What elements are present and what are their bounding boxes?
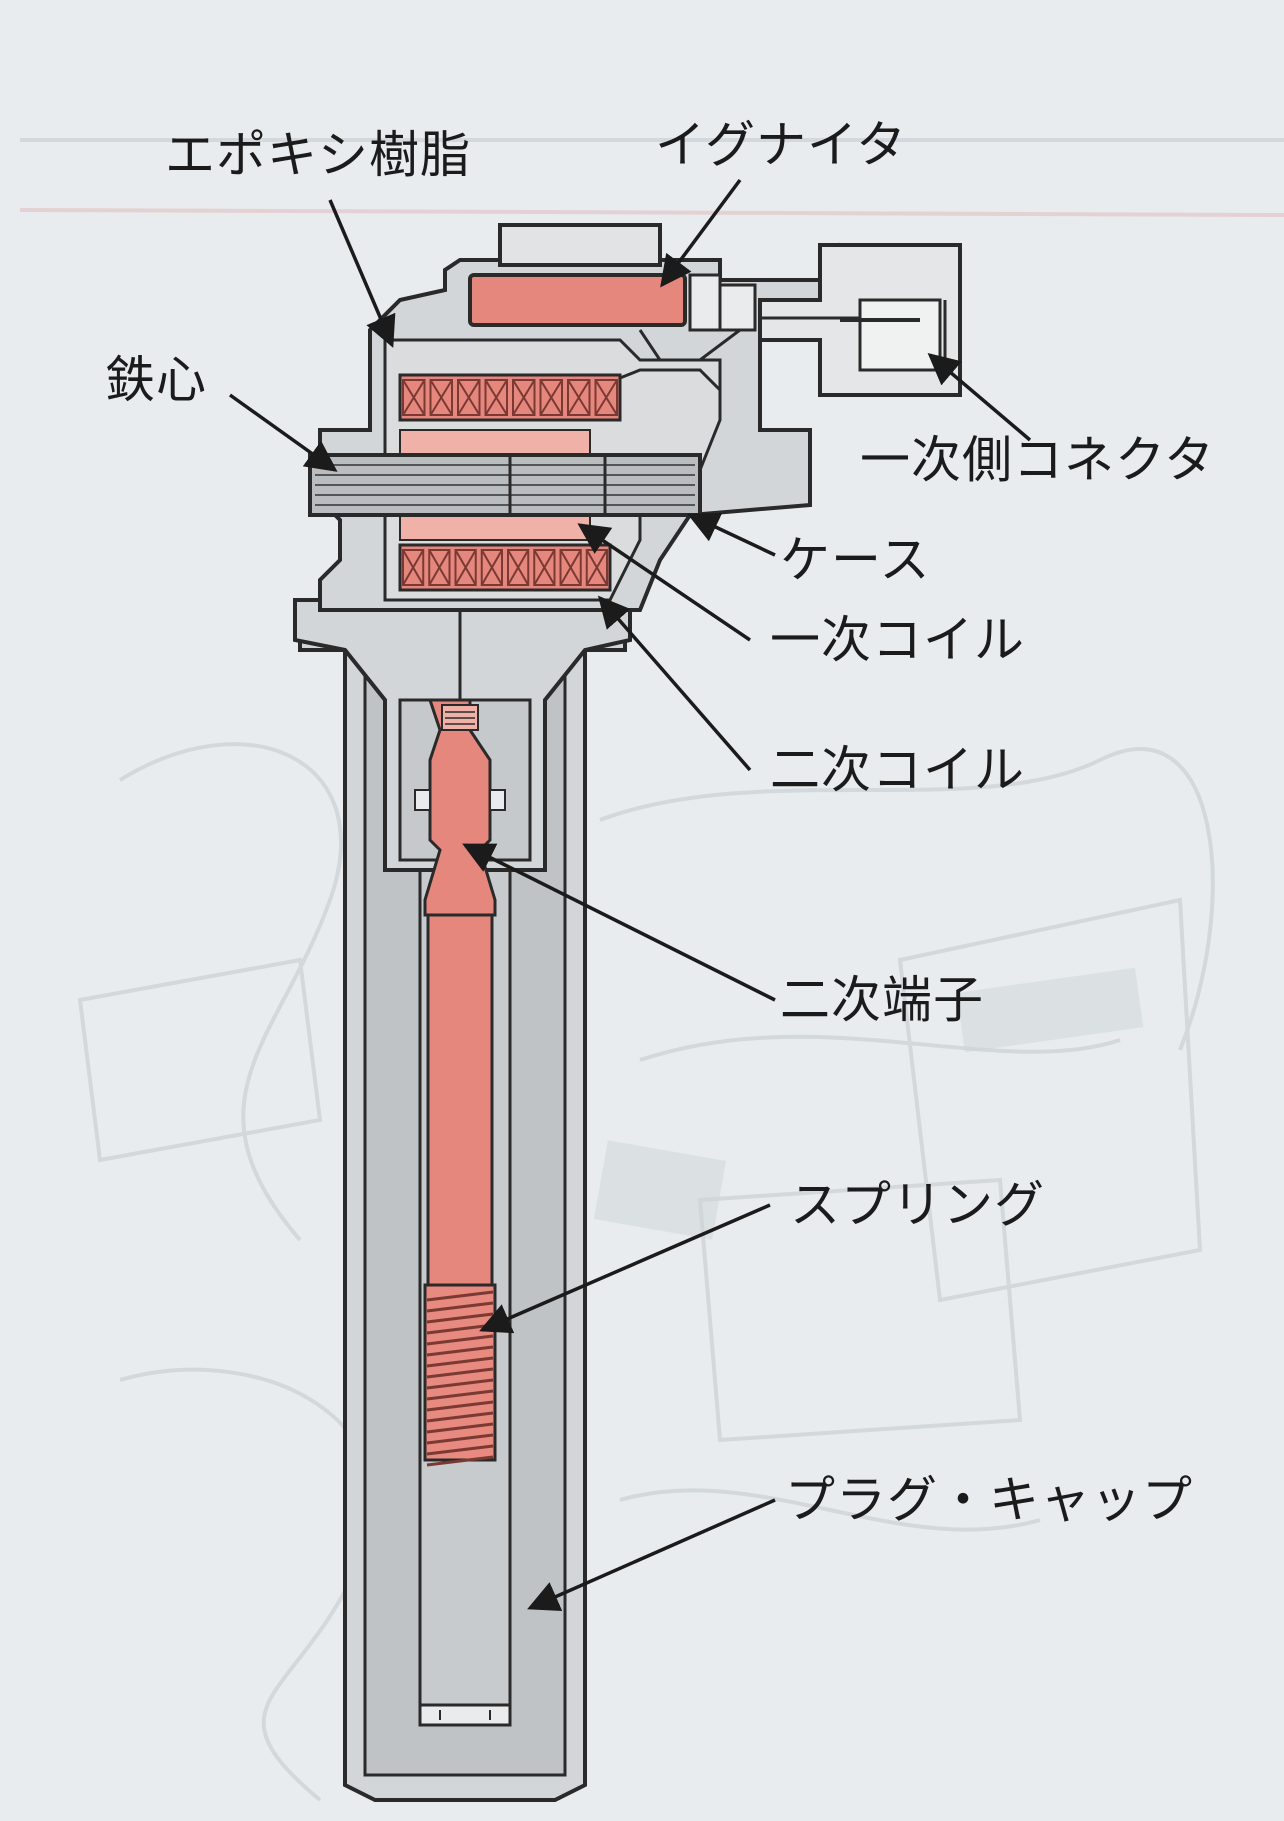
coil-winding-cross	[533, 549, 556, 586]
coil-winding	[428, 549, 451, 586]
leader-primary-coil	[577, 523, 751, 642]
leader-secondary-terminal	[462, 843, 776, 1002]
coil-winding-cross	[594, 379, 618, 416]
leader-secondary-coil	[597, 595, 752, 772]
leader-epoxy	[328, 199, 396, 348]
coil-winding	[567, 379, 591, 416]
coil-winding	[539, 379, 563, 416]
coil-winding-cross	[428, 549, 451, 586]
coil-winding-cross	[402, 379, 426, 416]
coil-winding	[594, 379, 618, 416]
coil-winding-cross	[457, 379, 481, 416]
spring-turn	[426, 1455, 494, 1467]
label-primary-connector: 一次側コネクタ	[860, 431, 1215, 489]
coil-winding-cross	[484, 379, 508, 416]
leader-iron-core	[228, 393, 338, 472]
label-case: ケース	[780, 531, 931, 589]
coil-winding	[402, 379, 426, 416]
label-iron-core: 鉄心	[105, 351, 207, 409]
spring-turn	[426, 1290, 494, 1302]
label-igniter: イグナイタ	[655, 116, 907, 174]
label-epoxy: エポキシ樹脂	[165, 126, 471, 184]
coil-winding	[429, 379, 453, 416]
coil-winding-cross	[585, 549, 608, 586]
coil-winding	[454, 549, 477, 586]
coil-winding	[507, 549, 530, 586]
coil-winding-cross	[480, 549, 503, 586]
coil-winding-cross	[512, 379, 536, 416]
coil-winding	[559, 549, 582, 586]
coil-winding	[457, 379, 481, 416]
label-secondary-terminal: 二次端子	[780, 971, 984, 1029]
spring-turn	[426, 1433, 494, 1445]
spring-turn	[426, 1400, 494, 1412]
label-spring: スプリング	[790, 1176, 1045, 1234]
leader-igniter	[660, 178, 742, 288]
coil-winding	[512, 379, 536, 416]
spring-turn	[426, 1356, 494, 1368]
coil-winding-cross	[539, 379, 563, 416]
coil-winding	[402, 549, 425, 586]
spring-turn	[426, 1422, 494, 1434]
leader-primary-connector	[927, 352, 1032, 442]
leader-plug-cap	[527, 1498, 776, 1611]
spring-turn	[426, 1367, 494, 1379]
coil-winding	[484, 379, 508, 416]
coil-winding-cross	[454, 549, 477, 586]
iron-core	[308, 453, 702, 517]
secondary-coil-upper	[398, 373, 622, 422]
leader-spring	[479, 1203, 771, 1334]
coil-winding-cross	[402, 549, 425, 586]
spring-turn	[426, 1378, 494, 1390]
spring-turn	[426, 1345, 494, 1357]
label-secondary-coil: 二次コイル	[770, 741, 1025, 799]
spring-turn	[426, 1411, 494, 1423]
coil-winding-cross	[507, 549, 530, 586]
coil-winding-cross	[559, 549, 582, 586]
coil-winding	[480, 549, 503, 586]
igniter	[468, 273, 757, 392]
label-plug-cap: プラグ・キャップ	[785, 1471, 1193, 1529]
coil-winding-cross	[567, 379, 591, 416]
leader-case	[687, 512, 776, 557]
spring-turn	[426, 1389, 494, 1401]
coil-winding	[533, 549, 556, 586]
spring-turn	[426, 1334, 494, 1346]
label-primary-coil: 一次コイル	[770, 611, 1025, 669]
coil-winding-cross	[429, 379, 453, 416]
spring-turn	[426, 1444, 494, 1456]
